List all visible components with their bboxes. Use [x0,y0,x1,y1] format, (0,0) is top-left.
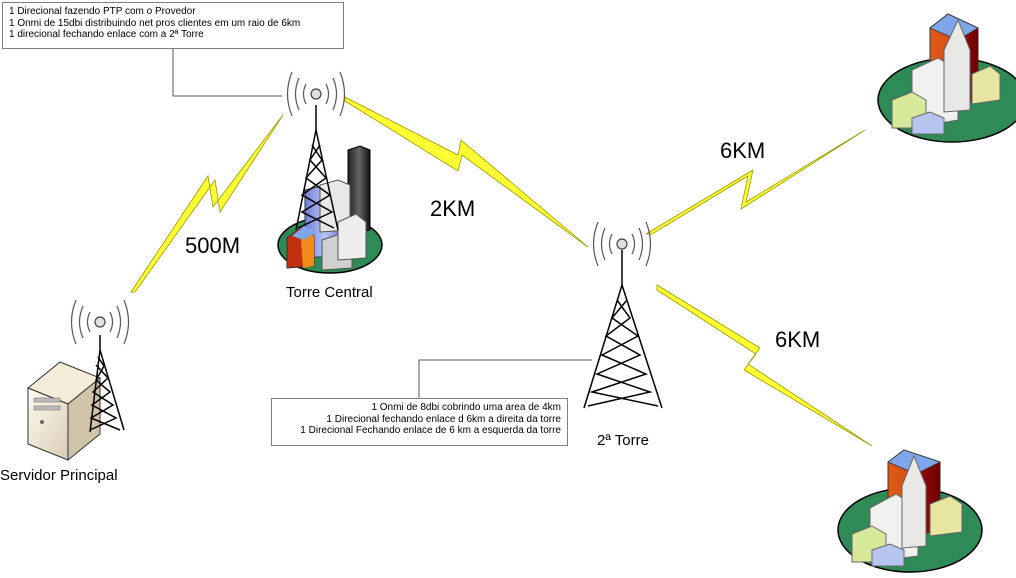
antenna-signal-icon [286,71,346,117]
link-label-500m: 500M [185,233,241,258]
antenna-signal-icon [70,299,130,345]
church-village-icon [837,449,983,573]
note-line: 1 direcional fechando enlace com a 2ª To… [9,29,204,40]
lightning-link-icon [344,96,589,248]
lightning-link-icon [130,114,284,293]
note-line: 1 Direcional fazendo PTP com o Provedor [9,6,196,17]
lattice-tower-icon [583,250,663,409]
link-label-2km: 2KM [430,196,476,221]
link-label-6km-top: 6KM [720,138,766,163]
note-line: 1 Onmi de 8dbi cobrindo uma area de 4km [371,402,561,413]
server-label: Servidor Principal [0,467,118,484]
lattice-tower-icon [89,335,125,433]
note-line: 1 Direcional Fechando enlace de 6 km a e… [300,425,561,436]
note-line: 1 Direcional fechando enlace d 6km a dir… [326,413,561,425]
second-tower-label: 2ª Torre [597,432,649,449]
central-tower-label: Torre Central [286,284,373,301]
lightning-link-icon [656,284,873,447]
server-icon [27,361,101,462]
antenna-signal-icon [592,221,652,267]
note-second-tower: 1 Onmi de 8dbi cobrindo uma area de 4km … [271,398,568,446]
city-buildings-icon [277,145,383,274]
lightning-link-icon [644,129,866,235]
lattice-tower-icon [295,105,339,231]
church-village-icon [877,13,1016,143]
link-label-6km-bottom: 6KM [775,327,821,352]
note-central-tower: 1 Direcional fazendo PTP com o Provedor … [2,2,344,49]
note-line: 1 Onmi de 15dbi distribuindo net pros cl… [9,17,301,29]
note-mid-connector [418,359,592,398]
note-top-connector [172,49,282,97]
